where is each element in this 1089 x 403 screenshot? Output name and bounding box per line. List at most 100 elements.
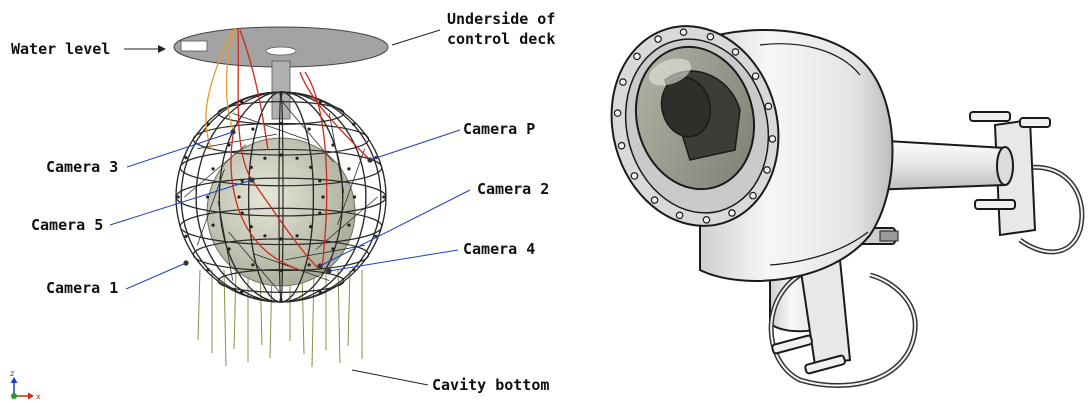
frame-node: [307, 263, 311, 267]
support-rod: [347, 269, 351, 347]
frame-node: [279, 268, 283, 273]
frame-node: [279, 237, 283, 241]
frame-node: [318, 100, 322, 104]
geodesic-frame: [175, 91, 387, 303]
support-rod: [197, 269, 201, 341]
label-underside-line1: Underside of: [447, 10, 555, 28]
frame-node: [240, 290, 244, 294]
frame-node: [347, 223, 351, 227]
frame-node: [227, 247, 231, 251]
frame-node: [211, 167, 215, 171]
flange-bolt: [702, 215, 711, 224]
frame-strut: [196, 169, 225, 246]
frame-node: [206, 268, 210, 272]
label-camera-5: Camera 5: [31, 216, 103, 234]
camera-3-leader: [126, 131, 234, 168]
camera-cables: [205, 27, 371, 271]
flange-bolt: [731, 48, 740, 56]
rear-bolt-3: [1019, 117, 1051, 128]
frame-node: [240, 211, 244, 215]
support-rod: [301, 269, 305, 355]
axis-z-label: z: [10, 369, 14, 378]
label-water-level: Water level: [11, 40, 110, 58]
frame-node: [184, 234, 188, 238]
flange-bolt: [768, 135, 777, 143]
flange-bolt: [675, 211, 684, 220]
camera-1-leader: [125, 262, 187, 290]
flange-bolts: [613, 28, 777, 224]
frame-node: [307, 127, 311, 131]
frame-node: [251, 127, 255, 131]
label-camera-2: Camera 2: [477, 180, 549, 198]
frame-node: [205, 195, 210, 199]
frame-node: [263, 234, 267, 238]
label-camera-1: Camera 1: [46, 279, 118, 297]
label-camera-3: Camera 3: [46, 158, 118, 176]
camera-4-leader: [328, 249, 459, 272]
frame-node: [279, 153, 283, 157]
flange-bolt: [650, 196, 659, 204]
frame-node: [249, 225, 253, 229]
frame-node: [279, 92, 283, 96]
frame-strut: [337, 148, 366, 225]
flange-bolt: [633, 52, 641, 61]
support-rod: [233, 269, 237, 350]
frame-strut: [280, 100, 334, 163]
frame-node: [309, 225, 313, 229]
frame-node: [318, 179, 322, 183]
frame-node: [318, 290, 322, 294]
flange-bolt: [764, 102, 773, 111]
label-camera-p: Camera P: [463, 120, 535, 138]
frame-strut: [328, 113, 345, 193]
frame-node: [240, 179, 244, 183]
lower-bolt-2: [804, 354, 846, 375]
lower-bracket: [798, 258, 852, 367]
flange-bolt: [617, 141, 626, 150]
frame-node: [331, 247, 335, 251]
flange-bolt: [654, 35, 662, 43]
frame-node: [227, 143, 231, 147]
frame-node: [263, 156, 267, 160]
frame-node: [321, 195, 325, 199]
label-underside-line2: control deck: [447, 30, 555, 48]
frame-node: [309, 165, 313, 169]
flange-bolt: [751, 72, 760, 80]
frame-node: [352, 268, 356, 272]
frame-meridian: [180, 91, 382, 303]
leader-lines: [109, 29, 471, 386]
frame-node: [251, 263, 255, 267]
frame-strut: [184, 144, 247, 198]
lower-bolt-1: [771, 334, 813, 355]
frame-node: [237, 195, 241, 199]
rear-bolt-1: [969, 111, 1011, 122]
frame-node: [176, 195, 180, 199]
frame-strut: [232, 112, 309, 141]
frame-node: [318, 211, 322, 215]
central-pipe: [271, 60, 291, 120]
frame-node: [184, 156, 188, 160]
frame-node: [279, 298, 283, 302]
frame-node: [211, 223, 215, 227]
frame-node: [206, 122, 210, 126]
flange-bolt: [706, 32, 715, 41]
frame-strut: [217, 201, 234, 281]
axis-triad: z x: [10, 369, 41, 401]
camera-housing-render: [610, 25, 1085, 389]
label-camera-4: Camera 4: [463, 240, 535, 258]
camera-5-leader: [109, 179, 253, 226]
flange-bolt: [619, 78, 627, 86]
camera-p-leader: [369, 129, 461, 161]
frame-node: [331, 143, 335, 147]
frame-node: [295, 234, 299, 238]
frame-node: [352, 195, 357, 199]
camera-2-leader: [319, 189, 471, 267]
support-rod: [311, 269, 315, 368]
inner-sphere: [206, 137, 356, 287]
frame-node: [279, 121, 283, 126]
flange-bolt: [679, 28, 688, 37]
frame-node: [347, 167, 351, 171]
frame-strut: [228, 231, 282, 294]
frame-node: [352, 122, 356, 126]
frame-node: [382, 195, 386, 199]
frame-node: [295, 156, 299, 160]
